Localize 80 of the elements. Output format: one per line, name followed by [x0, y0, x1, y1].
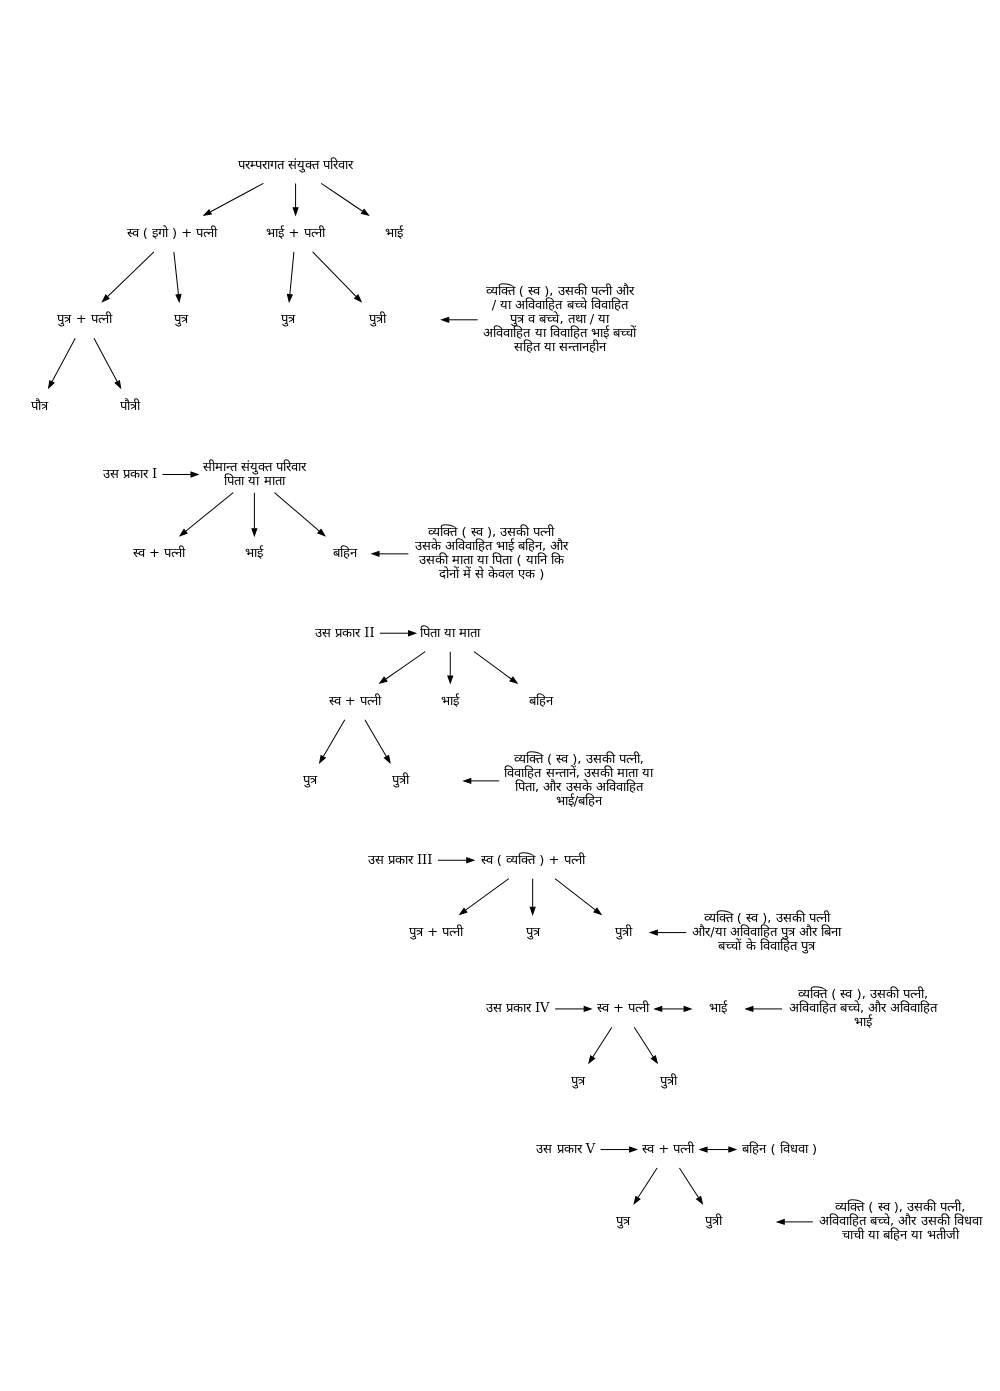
arrow: [286, 251, 295, 303]
arrow: [678, 1167, 703, 1205]
arrow: [48, 337, 76, 389]
arrow: [179, 492, 234, 537]
node-text: व्यक्ति ( स्व ), उसकी पत्नी उसके अविवाहित भाई बहिन, और उसकी माता या पिता ( यानि कि दोनों में से केवल एक ): [414, 524, 569, 582]
node-text: उस प्रकार I: [102, 465, 158, 481]
arrow: [364, 719, 391, 764]
node-text: भाई: [245, 545, 264, 561]
arrow: [93, 337, 122, 389]
node-text: पुत्र: [616, 1213, 631, 1229]
arrow: [588, 1026, 613, 1064]
node-text: पिता या माता: [420, 624, 481, 640]
node-text: उस प्रकार II: [314, 624, 375, 640]
arrow: [529, 878, 536, 915]
node-text: भाई: [709, 1000, 728, 1016]
arrow: [600, 1146, 638, 1153]
node-text: व्यक्ति ( स्व ), उसकी पत्नी, अविवाहित बच्चे, और उसकी विधवा चाची या बहिन या भतीजी: [818, 1199, 982, 1243]
node-text: उस प्रकार IV: [485, 1000, 550, 1016]
node-text: पौत्री: [119, 397, 140, 413]
node-text: पुत्र: [570, 1072, 585, 1088]
arrow: [371, 550, 409, 557]
arrow: [320, 182, 370, 216]
node-text: स्व ( इगो ) + पत्नी: [126, 224, 218, 240]
arrow: [273, 492, 326, 537]
arrow: [203, 182, 264, 216]
node-text: पुत्री: [704, 1213, 722, 1229]
arrow: [251, 492, 258, 537]
arrow: [319, 719, 346, 764]
arrow: [173, 251, 182, 303]
node-text: उस प्रकार V: [536, 1140, 596, 1156]
node-text: स्व + पत्नी: [596, 1000, 650, 1016]
arrow: [437, 857, 475, 864]
node-text: बहिन: [332, 545, 357, 561]
node-text: पुत्री: [369, 311, 387, 327]
arrow: [312, 251, 362, 303]
node-text: पुत्र: [525, 923, 540, 939]
node-text: स्व ( व्यक्ति ) + पत्नी: [480, 851, 585, 867]
node-text: पौत्र: [30, 397, 48, 413]
node-text: पुत्र + पत्नी: [409, 923, 464, 939]
arrow: [463, 777, 500, 784]
arrow: [776, 1218, 814, 1225]
arrow: [161, 471, 199, 478]
arrow: [459, 878, 510, 915]
node-text: पुत्र: [302, 772, 317, 788]
node-text: स्व + पत्नी: [132, 545, 186, 561]
node-text: सीमान्त संयुक्त परिवार पिता या माता: [202, 458, 307, 488]
node-text: पुत्री: [614, 923, 632, 939]
arrow: [554, 878, 602, 915]
arrow: [649, 929, 687, 936]
node-text: स्व + पत्नी: [328, 692, 381, 708]
arrow: [554, 1005, 592, 1012]
node-text: भाई + पत्नी: [266, 224, 325, 240]
node-text: परम्परागत संयुक्त परिवार: [237, 156, 354, 172]
node-text: पुत्री: [391, 772, 409, 788]
node-text: भाई: [441, 692, 460, 708]
arrow: [447, 651, 454, 684]
node-text: पुत्र + पत्नी: [57, 311, 112, 327]
node-text: व्यक्ति ( स्व ), उसकी पत्नी, विवाहित सन्तानें, उसकी माता या पिता, और उसके अविवाहित भाई/बहिन: [504, 751, 654, 809]
arrow: [292, 183, 299, 216]
arrow: [441, 316, 479, 323]
arrow: [379, 630, 417, 637]
node-text: पुत्र: [174, 311, 189, 327]
node-text: पुत्र: [280, 311, 295, 327]
node-text: पुत्री: [659, 1072, 677, 1088]
arrow: [633, 1167, 658, 1205]
arrow: [101, 251, 155, 303]
arrow: [745, 1005, 783, 1012]
arrow: [654, 1005, 692, 1012]
node-text: बहिन ( विधवा ): [742, 1140, 818, 1156]
node-text: भाई: [385, 224, 404, 240]
node-text: स्व + पत्नी: [642, 1140, 695, 1156]
node-text: व्यक्ति ( स्व ), उसकी पत्नी और/या अविवाहित पुत्र और बिना बच्चों के विवाहित पुत्र: [692, 909, 842, 954]
arrow: [633, 1026, 658, 1064]
node-text: उस प्रकार III: [367, 851, 433, 867]
node-text: व्यक्ति ( स्व ), उसकी पत्नी, अविवाहित बच्चे, और अविवाहित भाई: [788, 986, 938, 1030]
node-text: व्यक्ति ( स्व ), उसकी पत्नी और / या अविवाहित बच्चे विवाहित पुत्र व बच्चे, तथा / या अविवाहित या विवाहित भाई बच्चों सहित या सन्तानहीन: [483, 283, 637, 355]
arrow: [699, 1146, 737, 1153]
node-text: बहिन: [528, 692, 553, 708]
arrow: [473, 651, 518, 684]
arrow: [379, 651, 426, 684]
